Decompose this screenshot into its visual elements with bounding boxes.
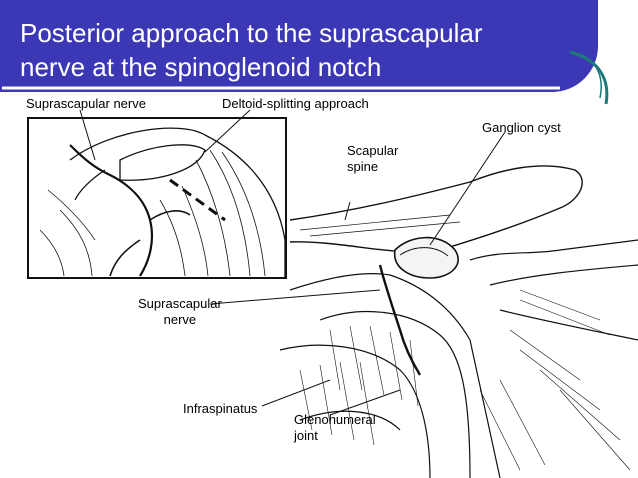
label-scapular-spine-line-2: spine <box>347 159 379 174</box>
label-ganglion-cyst: Ganglion cyst <box>482 120 561 135</box>
label-suprascapular-nerve-main: Suprascapular nerve <box>138 296 222 328</box>
inset-deltoid-approach <box>27 117 287 279</box>
label-suprascapular-nerve-main-line-1: Suprascapular <box>138 296 222 311</box>
label-suprascapular-nerve-inset: Suprascapular nerve <box>26 96 146 111</box>
suprascapular-nerve-path <box>378 264 422 376</box>
slide-title: Posterior approach to the suprascapular … <box>20 16 483 84</box>
label-infraspinatus: Infraspinatus <box>183 401 258 416</box>
ganglion-cyst <box>394 236 459 279</box>
label-deltoid-splitting-approach: Deltoid-splitting approach <box>222 96 369 111</box>
label-glenohumeral-joint-line-2: joint <box>294 428 318 443</box>
leader-lines <box>79 109 506 416</box>
label-glenohumeral-joint-line-1: Glenohumeral <box>294 412 376 427</box>
label-scapular-spine-line-1: Scapular <box>347 143 399 158</box>
label-scapular-spine: Scapular spine <box>347 143 398 175</box>
anatomical-illustration <box>27 109 638 478</box>
label-suprascapular-nerve-main-line-2: nerve <box>163 312 197 327</box>
shoulder-muscles <box>279 239 638 478</box>
slide-title-bar: Posterior approach to the suprascapular … <box>0 0 598 92</box>
slide-title-line-1: Posterior approach to the suprascapular <box>20 18 483 48</box>
title-underline-swoosh <box>2 50 609 105</box>
slide-title-line-2: nerve at the spinoglenoid notch <box>20 52 382 82</box>
label-glenohumeral-joint: Glenohumeral joint <box>294 412 376 444</box>
